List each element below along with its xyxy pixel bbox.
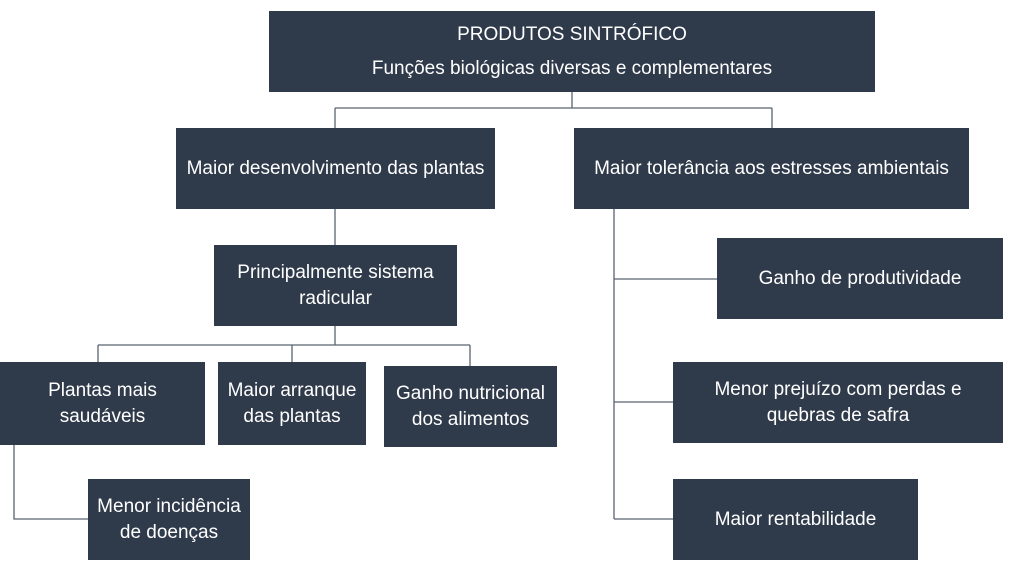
- root-subtitle: Funções biológicas diversas e complement…: [371, 57, 773, 79]
- node-produtividade-label: Ganho de produtividade: [758, 267, 962, 289]
- node-nutricional: Ganho nutricional dos alimentos: [384, 366, 557, 447]
- connector-saudaveis-to-doencas: [13, 445, 88, 520]
- node-tolerancia-label: Maior tolerância aos estresses ambientai…: [594, 157, 949, 179]
- node-radicular: Principalmente sistema radicular: [214, 245, 457, 326]
- node-produtividade: Ganho de produtividade: [717, 238, 1003, 319]
- node-desenvolvimento: Maior desenvolvimento das plantas: [176, 128, 495, 209]
- node-saudaveis: Plantas mais saudáveis: [0, 362, 205, 445]
- node-doencas: Menor incidência de doenças: [88, 479, 250, 560]
- node-prejuizo-label: Menor prejuízo com perdas e quebras de s…: [714, 378, 962, 426]
- node-rentabilidade: Maior rentabilidade: [673, 479, 918, 560]
- node-doencas-label: Menor incidência de doenças: [97, 495, 241, 543]
- node-arranque: Maior arranque das plantas: [218, 362, 366, 445]
- node-prejuizo: Menor prejuízo com perdas e quebras de s…: [673, 362, 1003, 443]
- node-arranque-label: Maior arranque das plantas: [227, 379, 357, 427]
- node-radicular-label: Principalmente sistema radicular: [237, 261, 434, 309]
- root-node: PRODUTOS SINTRÓFICO Funções biológicas d…: [269, 11, 875, 92]
- node-tolerancia: Maior tolerância aos estresses ambientai…: [574, 128, 969, 209]
- node-nutricional-label: Ganho nutricional dos alimentos: [396, 382, 545, 430]
- node-desenvolvimento-label: Maior desenvolvimento das plantas: [186, 157, 485, 179]
- root-title: PRODUTOS SINTRÓFICO: [457, 23, 687, 45]
- node-saudaveis-label: Plantas mais saudáveis: [48, 379, 157, 427]
- node-rentabilidade-label: Maior rentabilidade: [714, 508, 877, 530]
